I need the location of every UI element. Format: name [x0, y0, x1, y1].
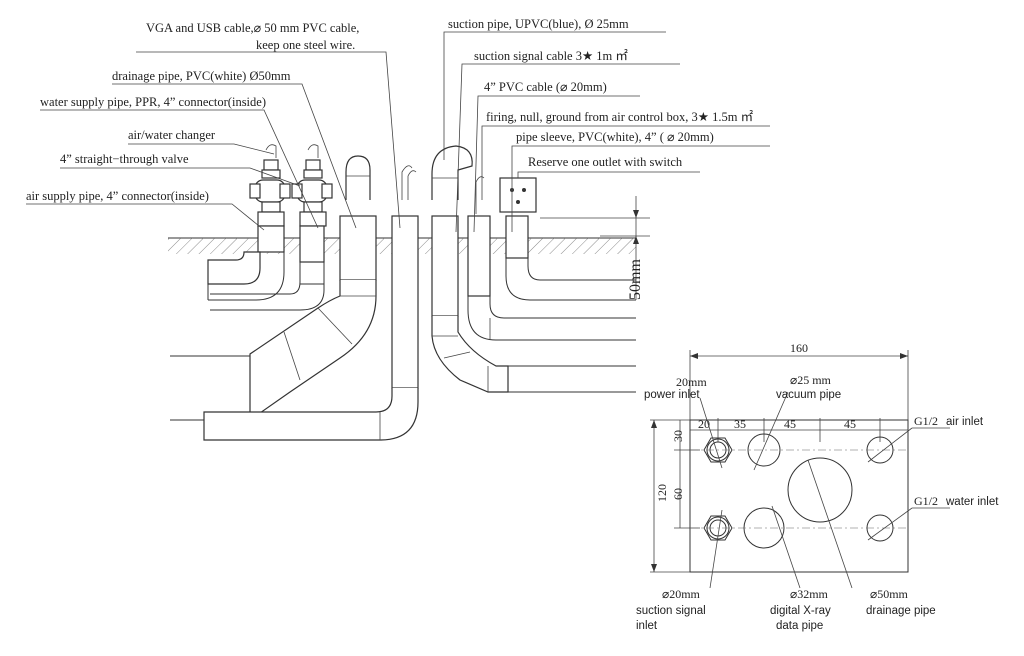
- water-inlet-thread: G1/2: [914, 494, 938, 508]
- left-leader-lines: [26, 51, 401, 231]
- drainage-size: ⌀50mm: [870, 587, 909, 601]
- drainage-pipe-assembly: [170, 155, 377, 422]
- water-inlet-label: water inlet: [945, 496, 999, 508]
- dim-left-2: 60: [671, 488, 685, 500]
- label-suction-pipe: suction pipe, UPVC(blue), Ø 25mm: [448, 17, 629, 31]
- dim-left-1: 30: [671, 430, 685, 442]
- water-supply-assembly: [210, 144, 333, 311]
- suction-signal-size: ⌀20mm: [662, 587, 701, 601]
- depth-dimension: 50mm: [540, 196, 650, 300]
- label-air-water-changer: air/water changer: [128, 128, 216, 142]
- vacuum-pipe-label: vacuum pipe: [776, 389, 841, 401]
- connection-plate: 160 20 35 45 45 120 30 60: [636, 341, 999, 632]
- label-firing-null-ground: firing, null, ground from air control bo…: [486, 110, 754, 124]
- power-inlet-size: 20mm: [676, 375, 707, 389]
- suction-pipe-assembly: [431, 145, 636, 393]
- label-suction-signal-cable: suction signal cable 3★ 1m ㎡: [474, 49, 628, 63]
- right-leader-lines: [443, 31, 770, 233]
- xray-size: ⌀32mm: [790, 587, 829, 601]
- dim-top-3: 45: [784, 417, 796, 431]
- power-outlet-box: [499, 177, 537, 213]
- drainage-pipe-hole: [787, 457, 853, 523]
- label-air-supply-pipe: air supply pipe, 4” connector(inside): [26, 189, 209, 203]
- air-inlet-label: air inlet: [946, 416, 984, 428]
- vacuum-pipe-hole: [747, 433, 781, 467]
- air-inlet-thread: G1/2: [914, 414, 938, 428]
- suction-signal-label-2: inlet: [636, 620, 658, 632]
- power-inlet-label: power inlet: [644, 389, 700, 401]
- air-supply-assembly: [207, 144, 291, 301]
- label-pvc-cable: 4” PVC cable (⌀ 20mm): [484, 80, 607, 94]
- vacuum-size: ⌀25 mm: [790, 373, 832, 387]
- left-labels: VGA and USB cable,⌀ 50 mm PVC cable, kee…: [26, 21, 359, 203]
- label-drainage-pipe: drainage pipe, PVC(white) Ø50mm: [112, 69, 291, 83]
- right-labels: suction pipe, UPVC(blue), Ø 25mm suction…: [448, 17, 754, 169]
- plate-height-dim: 120: [655, 484, 669, 502]
- depth-label: 50mm: [627, 259, 644, 300]
- vga-usb-cable-pipe: [203, 165, 419, 441]
- label-reserve-outlet: Reserve one outlet with switch: [528, 155, 683, 169]
- suction-signal-cable-pipe: [467, 176, 636, 341]
- label-straight-valve: 4” straight−through valve: [60, 152, 189, 166]
- xray-label-2: data pipe: [776, 620, 823, 632]
- label-vga-usb-cable-2: keep one steel wire.: [256, 38, 355, 52]
- label-vga-usb-cable-1: VGA and USB cable,⌀ 50 mm PVC cable,: [146, 21, 359, 35]
- label-pipe-sleeve: pipe sleeve, PVC(white), 4” ( ⌀ 20mm): [516, 130, 714, 144]
- suction-signal-label-1: suction signal: [636, 605, 706, 617]
- plate-outline: [689, 419, 909, 573]
- label-water-supply-pipe: water supply pipe, PPR, 4” connector(ins…: [40, 95, 266, 109]
- dim-top-4: 45: [844, 417, 856, 431]
- xray-label-1: digital X-ray: [770, 605, 831, 617]
- drainage-pipe-label: drainage pipe: [866, 605, 936, 617]
- dim-top-2: 35: [734, 417, 746, 431]
- plate-width-dim: 160: [790, 341, 808, 355]
- outlet-assembly: [499, 177, 636, 301]
